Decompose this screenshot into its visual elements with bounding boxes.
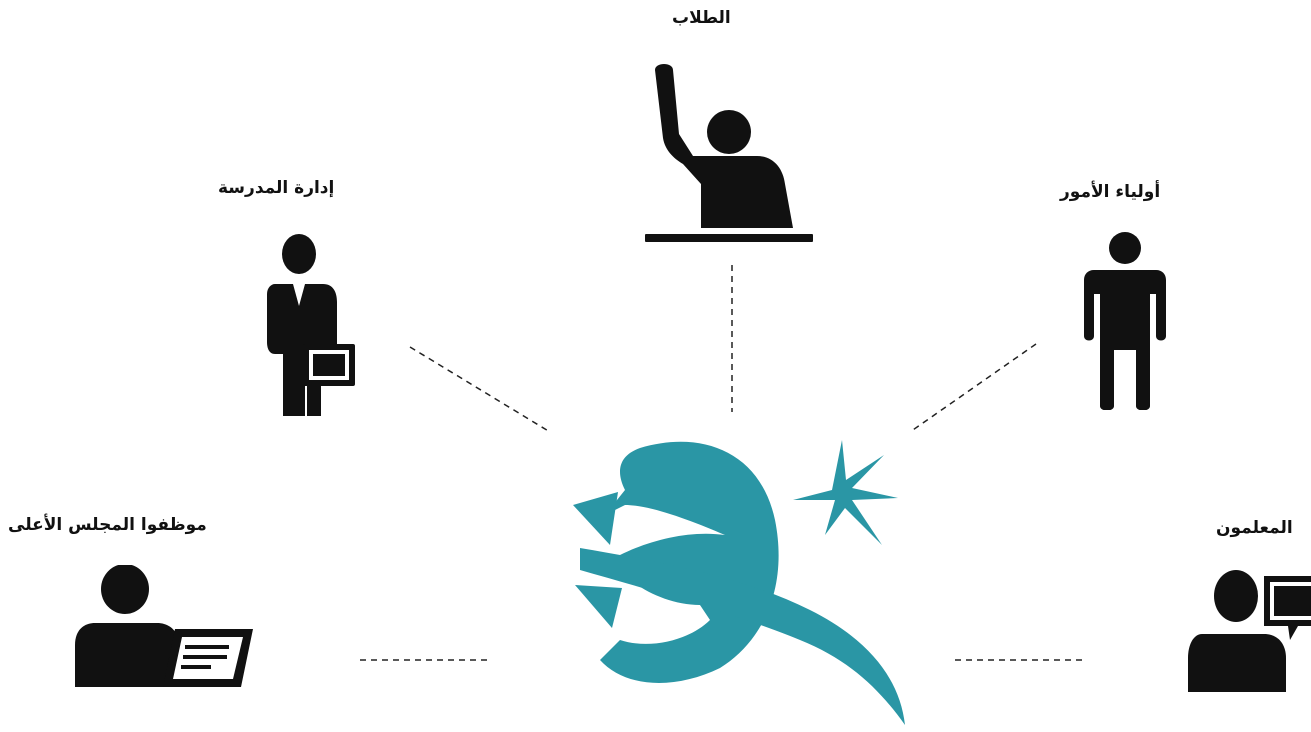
organization-logo-icon bbox=[573, 440, 905, 725]
students-label: الطلاب bbox=[672, 8, 731, 28]
teacher-speech-bubble-icon bbox=[1188, 570, 1311, 692]
school-administration-label: إدارة المدرسة bbox=[218, 178, 335, 198]
teachers-label: المعلمون bbox=[1216, 518, 1293, 538]
connector-school-administration bbox=[409, 346, 551, 433]
person-standing-icon bbox=[1084, 232, 1166, 410]
connector-parents bbox=[909, 343, 1037, 433]
employee-document-icon bbox=[75, 565, 253, 687]
parents-label: أولياء الأمور bbox=[1060, 182, 1161, 202]
businessman-briefcase-icon bbox=[267, 234, 355, 416]
student-raising-hand-icon bbox=[645, 64, 813, 242]
council-staff-label: موظفوا المجلس الأعلى bbox=[8, 515, 207, 535]
